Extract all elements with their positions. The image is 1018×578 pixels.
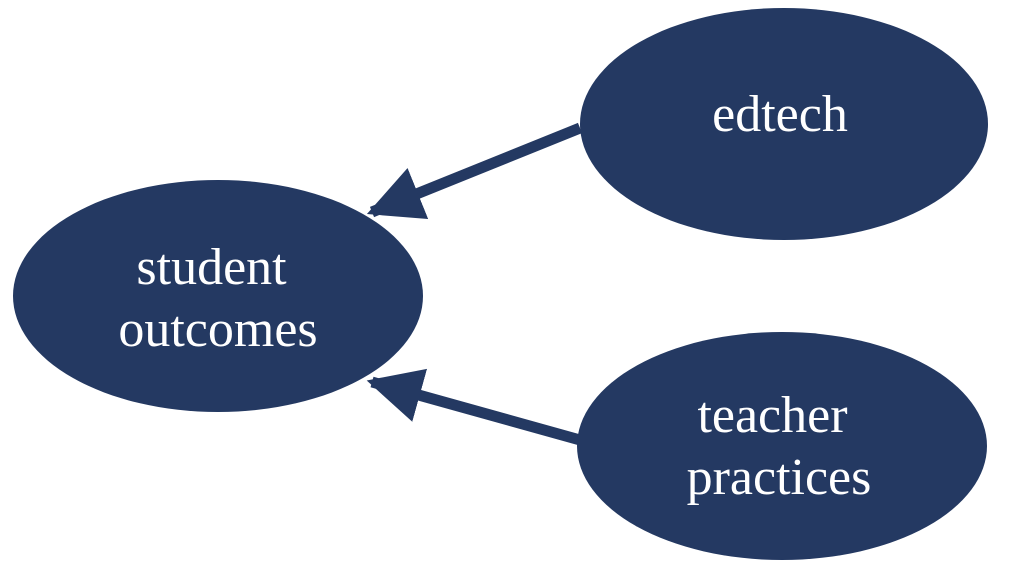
node-student-outcomes-line1: student <box>136 239 287 296</box>
node-student-outcomes-shape <box>13 180 423 412</box>
node-edtech-label: edtech <box>712 86 848 143</box>
edge-teacher-practices-to-student-outcomes <box>366 368 582 446</box>
node-edtech: edtech <box>580 8 988 240</box>
node-teacher-practices-label: teacher practices <box>687 387 872 506</box>
node-edtech-shape <box>580 8 988 240</box>
node-edtech-line1: edtech <box>712 86 848 143</box>
node-student-outcomes-label: student outcomes <box>118 239 317 358</box>
arrow-teacher-practices-to-student-outcomes <box>366 368 582 446</box>
edge-edtech-to-student-outcomes <box>366 122 583 219</box>
node-student-outcomes-line2: outcomes <box>118 301 317 358</box>
node-teacher-practices-line1: teacher <box>697 387 847 444</box>
node-teacher-practices: teacher practices <box>577 332 987 560</box>
node-teacher-practices-shape <box>577 332 987 560</box>
node-student-outcomes: student outcomes <box>13 180 423 412</box>
node-teacher-practices-line2: practices <box>687 449 872 506</box>
arrow-edtech-to-student-outcomes <box>366 122 583 219</box>
